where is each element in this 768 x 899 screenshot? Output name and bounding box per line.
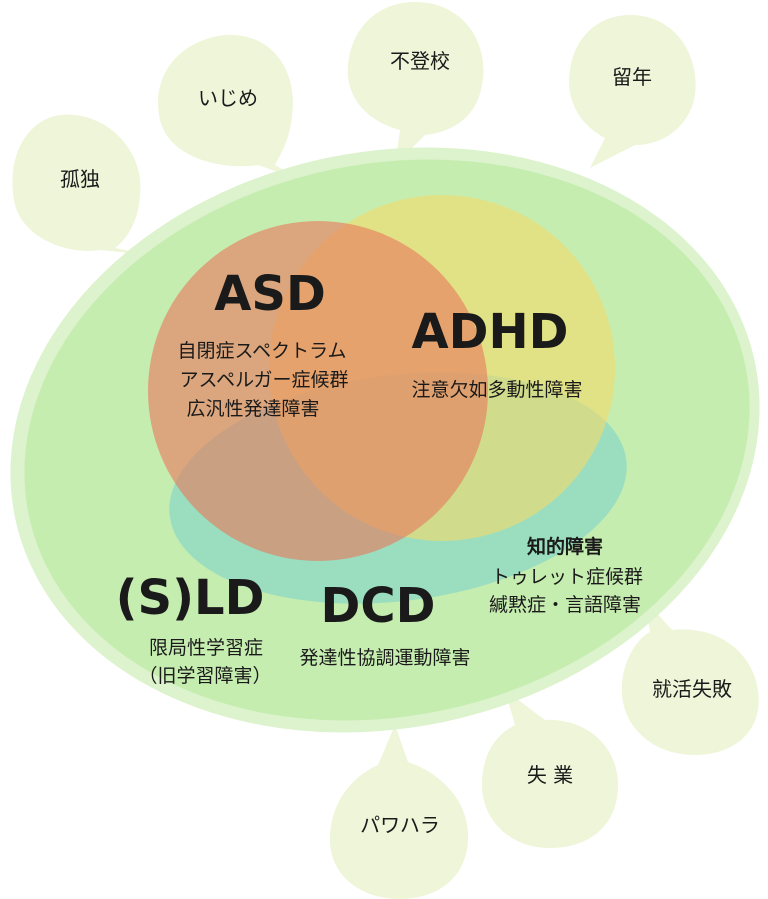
bubble-held-back: 留年 — [569, 15, 696, 168]
bubble-job-hunt-failure: 就活失敗 — [621, 600, 759, 755]
adhd-line-1: 注意欠如多動性障害 — [411, 379, 582, 401]
sld-line-2: （旧学習障害） — [138, 665, 271, 687]
sld-title: (S)LD — [116, 570, 265, 626]
asd-title: ASD — [214, 266, 326, 322]
dcd-title: DCD — [321, 578, 436, 634]
bubble-isolation-label: 孤独 — [60, 167, 100, 191]
asd-circle — [148, 221, 488, 561]
bubble-school-refusal: 不登校 — [347, 2, 484, 165]
asd-line-2: アスペルガー症候群 — [179, 369, 348, 391]
bubble-school-refusal-label: 不登校 — [390, 49, 450, 73]
sld-line-1: 限局性学習症 — [149, 637, 263, 659]
dcd-line-1: 発達性協調運動障害 — [299, 647, 470, 669]
bubble-unemployment: 失 業 — [482, 690, 618, 848]
asd-line-3: 広汎性発達障害 — [186, 398, 319, 420]
other-line-1: トゥレット症候群 — [491, 566, 643, 588]
bubble-bullying-label: いじめ — [198, 86, 258, 110]
other-line-2: 緘黙症・言語障害 — [489, 594, 641, 616]
bubble-power-harassment-label: パワハラ — [360, 813, 440, 837]
adhd-title: ADHD — [411, 304, 568, 360]
other-title: 知的障害 — [527, 535, 603, 558]
bubble-power-harassment: パワハラ — [330, 725, 469, 899]
bubble-bullying: いじめ — [158, 34, 300, 180]
bubble-job-hunt-failure-label: 就活失敗 — [652, 677, 732, 701]
bubble-held-back-label: 留年 — [612, 65, 652, 89]
bubble-isolation: 孤独 — [12, 114, 151, 256]
asd-line-1: 自閉症スペクトラム — [177, 340, 346, 362]
bubble-unemployment-label: 失 業 — [527, 763, 573, 787]
